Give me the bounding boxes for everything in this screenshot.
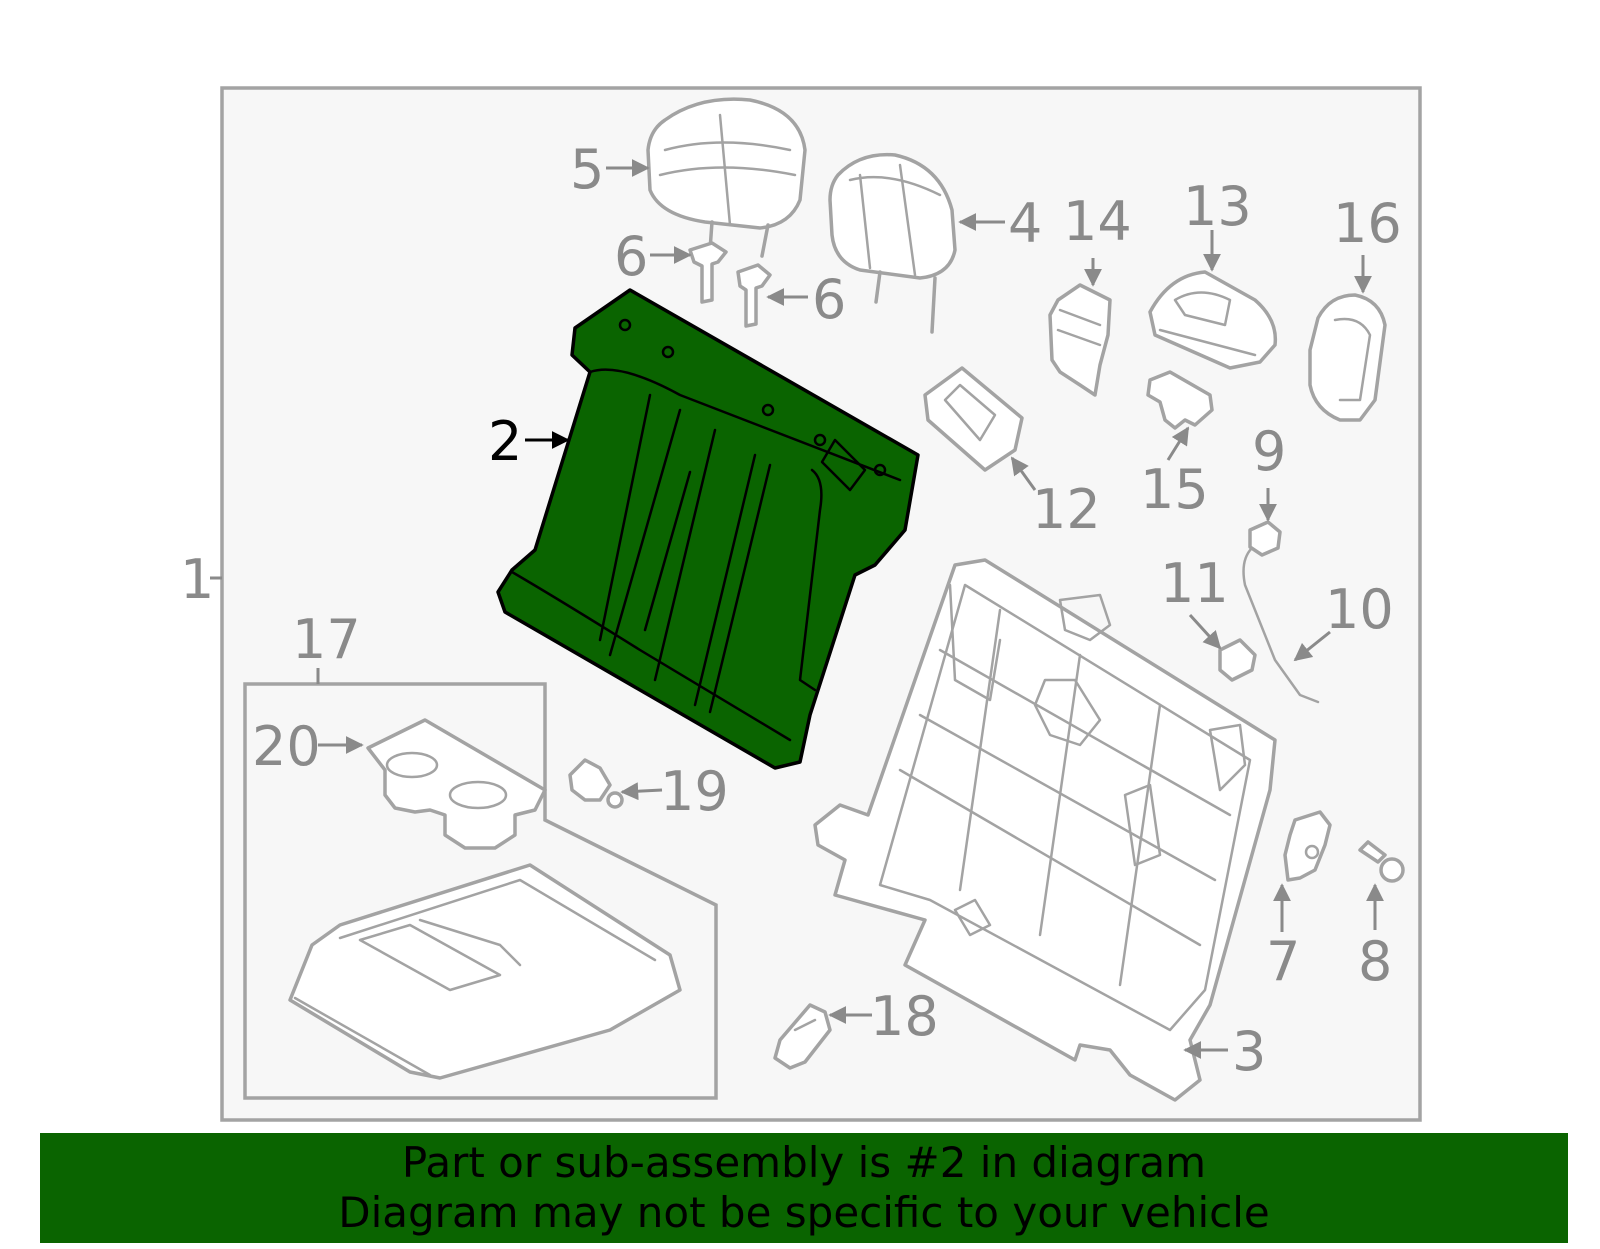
info-banner: Part or sub-assembly is #2 in diagram Di… (40, 1133, 1568, 1243)
callout-6a: 6 (614, 225, 648, 288)
latch-cover-part-13 (1148, 270, 1278, 370)
callout-10: 10 (1325, 578, 1394, 641)
callout-17: 17 (292, 608, 361, 671)
cable-part-9-10 (1242, 520, 1320, 704)
callout-1: 1 (180, 548, 214, 611)
callout-11: 11 (1160, 552, 1229, 615)
callout-8: 8 (1358, 930, 1392, 993)
callout-15: 15 (1140, 458, 1209, 521)
clip-part-11 (1218, 638, 1257, 682)
bezel-part-14 (1048, 283, 1112, 397)
guide-clip-part-6b (736, 263, 772, 328)
seat-back-cushion-part-2 (496, 288, 920, 770)
banner-line-1: Part or sub-assembly is #2 in diagram (401, 1138, 1207, 1187)
callout-9: 9 (1252, 420, 1286, 483)
callout-5: 5 (570, 138, 604, 201)
callout-14: 14 (1063, 190, 1132, 253)
callout-4: 4 (1008, 192, 1042, 255)
release-handle-part-16 (1308, 293, 1387, 422)
striker-part-15 (1146, 370, 1214, 430)
guide-clip-part-6a (688, 241, 728, 304)
bolt-part-8 (1358, 840, 1405, 883)
escutcheon-part-12 (923, 366, 1024, 472)
callout-13: 13 (1183, 175, 1252, 238)
headrest-part-4 (828, 152, 957, 334)
callout-2: 2 (488, 410, 522, 473)
callout-16: 16 (1333, 192, 1402, 255)
headrest-part-5 (646, 97, 807, 258)
bolt-part-19 (568, 758, 624, 809)
callout-6b: 6 (812, 268, 846, 331)
clip-part-18 (773, 1003, 832, 1070)
armrest-part-17 (288, 863, 682, 1080)
callout-18: 18 (870, 985, 939, 1048)
callout-20: 20 (252, 715, 321, 778)
callout-12: 12 (1032, 478, 1101, 541)
callout-7: 7 (1266, 930, 1300, 993)
callout-19: 19 (660, 760, 729, 823)
banner-line-2: Diagram may not be specific to your vehi… (338, 1188, 1270, 1237)
callout-3: 3 (1232, 1020, 1266, 1083)
cupholder-part-20 (366, 718, 547, 850)
bracket-part-7 (1283, 810, 1332, 882)
seat-back-frame-part-3 (813, 558, 1277, 1102)
